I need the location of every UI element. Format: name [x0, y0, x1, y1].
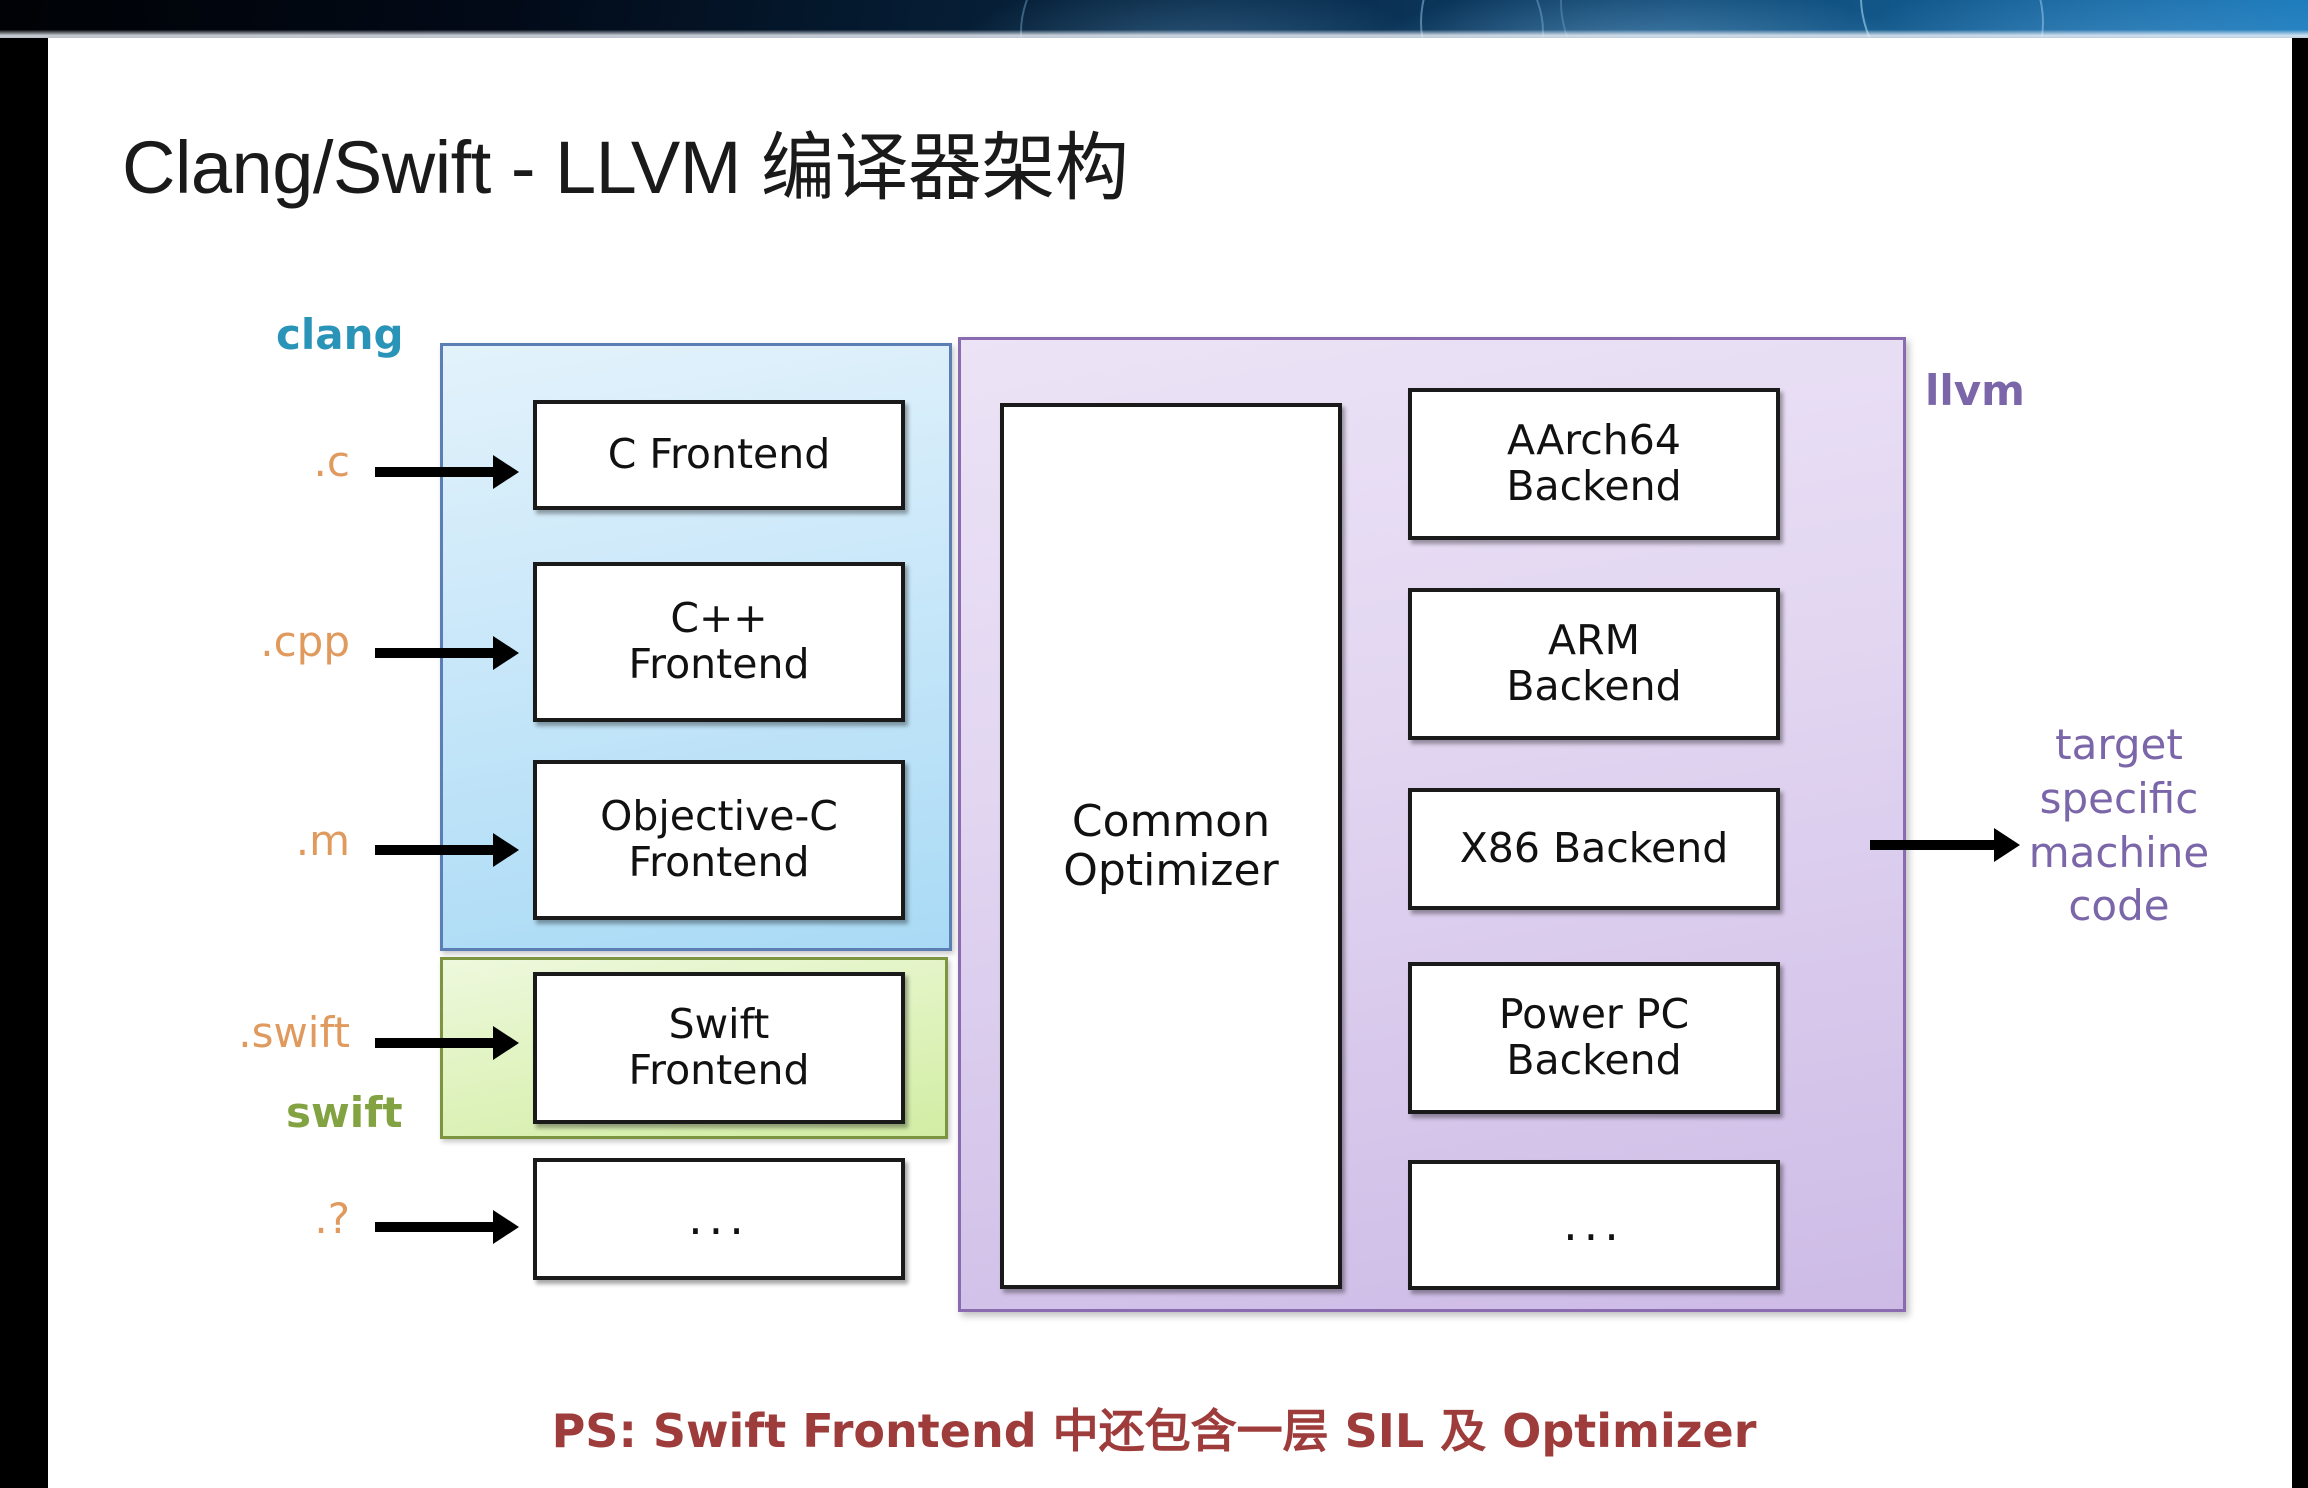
page-title: Clang/Swift - LLVM 编译器架构: [122, 126, 1129, 209]
swift-group-label: swift: [286, 1088, 403, 1137]
arrow-icon-c-to-frontend: [375, 455, 519, 489]
output-label: target specific machine code: [2028, 720, 2210, 931]
node-more-frontends: ...: [533, 1158, 905, 1280]
node-more-backends: ...: [1408, 1160, 1780, 1290]
arrow-icon-backend-to-output: [1870, 828, 2020, 862]
header-sheen-divider: [0, 30, 2308, 38]
node-swift-frontend: Swift Frontend: [533, 972, 905, 1124]
input-label-c: .c: [313, 437, 350, 486]
arrow-icon-unknown-to-frontend: [375, 1210, 519, 1244]
node-arm-backend: ARM Backend: [1408, 588, 1780, 740]
input-label-swift: .swift: [238, 1008, 350, 1057]
llvm-group-label: llvm: [1925, 366, 2025, 415]
footer-note: PS: Swift Frontend 中还包含一层 SIL 及 Optimize…: [551, 1404, 1757, 1458]
node-cpp-frontend: C++ Frontend: [533, 562, 905, 722]
input-label-unknown: .?: [314, 1194, 350, 1243]
slide-header-band: [0, 0, 2308, 38]
input-label-cpp: .cpp: [260, 617, 350, 666]
node-x86-backend: X86 Backend: [1408, 788, 1780, 910]
node-aarch64-backend: AArch64 Backend: [1408, 388, 1780, 540]
header-arc-decoration: [1560, 0, 2308, 38]
arrow-icon-swift-to-frontend: [375, 1026, 519, 1060]
arrow-icon-m-to-frontend: [375, 833, 519, 867]
node-common-optimizer: Common Optimizer: [1000, 403, 1342, 1289]
node-powerpc-backend: Power PC Backend: [1408, 962, 1780, 1114]
node-objc-frontend: Objective-C Frontend: [533, 760, 905, 920]
node-c-frontend: C Frontend: [533, 400, 905, 510]
clang-group-label: clang: [276, 310, 404, 359]
input-label-m: .m: [295, 816, 350, 865]
arrow-icon-cpp-to-frontend: [375, 636, 519, 670]
